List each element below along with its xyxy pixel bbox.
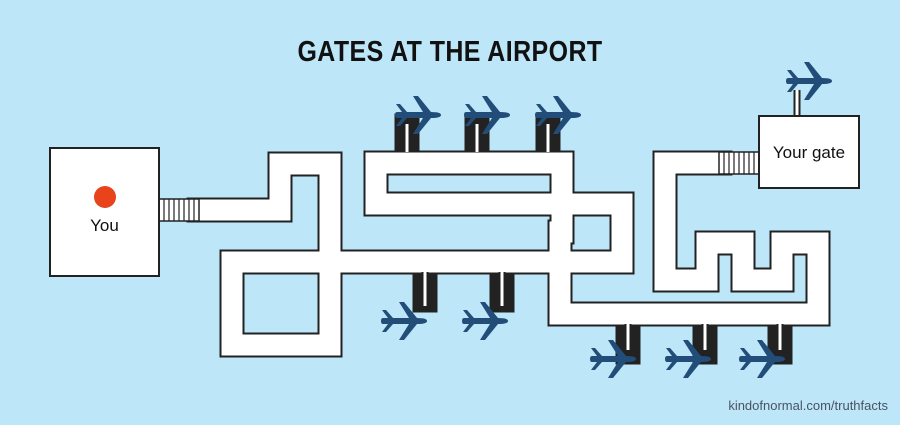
you-label: You (90, 216, 119, 235)
diagram-title: GATES AT THE AIRPORT (297, 36, 603, 68)
credit-link[interactable]: kindofnormal.com/truthfacts (728, 398, 888, 413)
corridor-left-loop (219, 249, 343, 358)
corridors-fill (188, 152, 829, 356)
your-gate-label: Your gate (772, 143, 846, 162)
gate-box (758, 115, 860, 189)
planes (381, 62, 832, 378)
you-box (49, 147, 160, 277)
connector-you (158, 198, 200, 222)
location-dot-icon (94, 186, 116, 208)
connector-gate (718, 151, 760, 175)
